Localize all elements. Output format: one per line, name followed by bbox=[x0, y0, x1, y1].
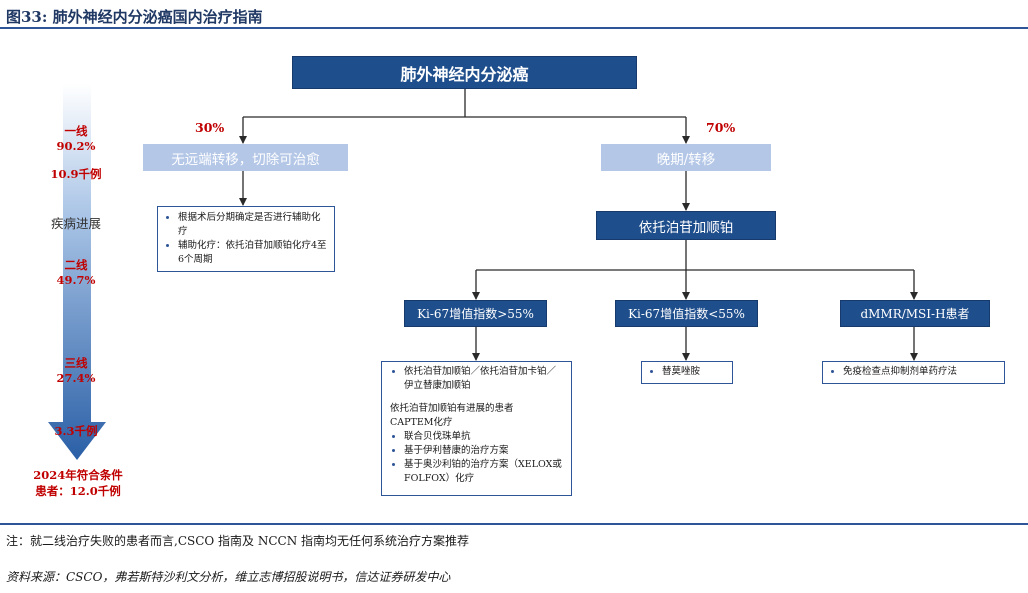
second-line-label: 二线 49.7% bbox=[56, 258, 96, 287]
figure-title: 图33: 肺外神经内分泌癌国内治疗指南 bbox=[6, 8, 263, 26]
list-item: 根据术后分期确定是否进行辅助化疗 bbox=[178, 211, 328, 239]
adjuvant-therapy-box: 根据术后分期确定是否进行辅助化疗 辅助化疗：依托泊苷加顺铂化疗4至6个周期 bbox=[157, 206, 335, 272]
progression-title: 依托泊苷加顺铂有进展的患者 bbox=[390, 403, 514, 414]
root-box: 肺外神经内分泌癌 bbox=[292, 56, 637, 89]
third-line-count: 3.3千例 bbox=[54, 424, 98, 438]
first-line-label: 一线 90.2% bbox=[56, 124, 96, 153]
list-item: 联合贝伐珠单抗 bbox=[404, 430, 563, 444]
left-branch-percent: 30% bbox=[195, 120, 225, 135]
footnote: 注：就二线治疗失败的患者而言,CSCO 指南及 NCCN 指南均无任何系统治疗方… bbox=[6, 534, 470, 548]
etoposide-cisplatin-box: 依托泊苷加顺铂 bbox=[596, 211, 776, 240]
note-rule bbox=[0, 523, 1028, 525]
list-item: 免疫检查点抑制剂单药疗法 bbox=[843, 365, 998, 379]
third-line-label: 三线 27.4% bbox=[56, 356, 96, 385]
disease-progression-label: 疾病进展 bbox=[50, 216, 101, 231]
no-metastasis-box: 无远端转移，切除可治愈 bbox=[143, 144, 348, 171]
source-note: 资料来源：CSCO，弗若斯特沙利文分析，维立志博招股说明书，信达证券研发中心 bbox=[6, 570, 451, 584]
advanced-metastasis-box: 晚期/转移 bbox=[601, 144, 771, 171]
dmmr-msi-box: dMMR/MSI-H患者 bbox=[840, 300, 990, 327]
list-item: 依托泊苷加顺铂／依托泊苷加卡铂／伊立替康加顺铂 bbox=[404, 365, 563, 393]
ki67-low-box: Ki-67增值指数<55% bbox=[615, 300, 758, 327]
ki67-high-box: Ki-67增值指数>55% bbox=[404, 300, 547, 327]
list-item: 基于奥沙利铂的治疗方案（XELOX或FOLFOX）化疗 bbox=[404, 458, 563, 486]
first-line-count: 10.9千例 bbox=[50, 167, 102, 181]
captem-label: CAPTEM化疗 bbox=[390, 417, 453, 428]
list-item: 辅助化疗：依托泊苷加顺铂化疗4至6个周期 bbox=[178, 239, 328, 267]
list-item: 替莫唑胺 bbox=[662, 365, 726, 379]
dmmr-regimen-box: 免疫检查点抑制剂单药疗法 bbox=[822, 361, 1005, 384]
right-branch-percent: 70% bbox=[706, 120, 736, 135]
list-item: 基于伊利替康的治疗方案 bbox=[404, 444, 563, 458]
eligible-patients-label: 2024年符合条件患者：12.0千例 bbox=[33, 468, 123, 498]
ki67-high-regimen-box: 依托泊苷加顺铂／依托泊苷加卡铂／伊立替康加顺铂 依托泊苷加顺铂有进展的患者 CA… bbox=[381, 361, 572, 496]
title-rule bbox=[0, 27, 1028, 29]
connector-lines bbox=[239, 89, 918, 361]
progression-arrow bbox=[48, 84, 106, 460]
ki67-low-regimen-box: 替莫唑胺 bbox=[641, 361, 733, 384]
